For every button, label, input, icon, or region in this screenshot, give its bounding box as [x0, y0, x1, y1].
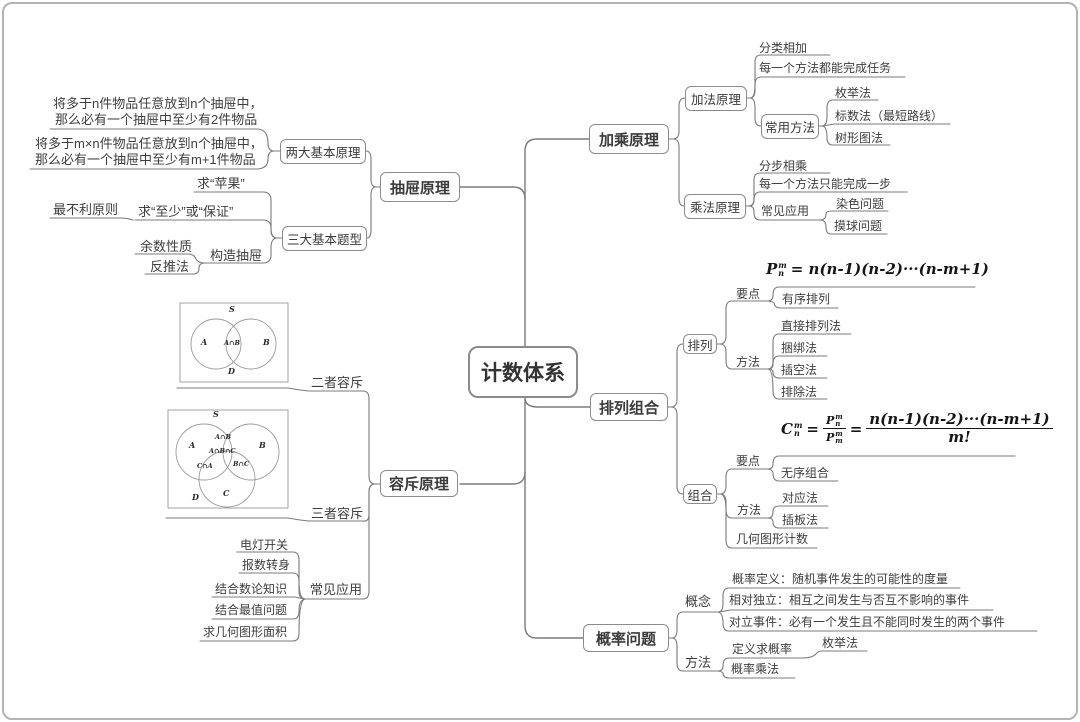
- node-addition-principle[interactable]: 加法原理: [685, 86, 747, 111]
- node-add-mul-principle[interactable]: 加乘原理: [589, 124, 669, 154]
- node-prob-concepts[interactable]: 概念: [685, 594, 712, 609]
- venn3-label-ca: C∩A: [197, 462, 213, 470]
- venn3-label-b: B: [259, 440, 266, 450]
- leaf-probability-by-definition[interactable]: 定义求概率: [732, 642, 793, 656]
- leaf-bundling-method[interactable]: 捆绑法: [781, 341, 818, 355]
- node-two-basic-principles[interactable]: 两大基本原理: [280, 139, 366, 164]
- leaf-pigeonhole2-line2[interactable]: 那么必有一个抽屉中至少有m+1件物品: [35, 152, 256, 167]
- venn3-label-ab: A∩B: [215, 433, 231, 441]
- node-two-set-inclusion[interactable]: 二者容斥: [311, 375, 364, 390]
- leaf-relative-independence[interactable]: 相对独立：相互之间发生与否互不影响的事件: [729, 593, 970, 607]
- node-comb-keypoints[interactable]: 要点: [736, 454, 761, 468]
- leaf-unordered-combination[interactable]: 无序组合: [781, 466, 830, 480]
- leaf-at-least-guarantee[interactable]: 求“至少”或“保证”: [138, 204, 234, 219]
- leaf-correspondence-method[interactable]: 对应法: [782, 491, 819, 505]
- leaf-enumeration-prob[interactable]: 枚举法: [822, 636, 859, 650]
- venn3-label-d: D: [192, 492, 199, 502]
- leaf-ordered-arrangement[interactable]: 有序排列: [782, 292, 831, 306]
- node-perm-methods[interactable]: 方法: [736, 355, 761, 369]
- leaf-classify-add[interactable]: 分类相加: [759, 41, 808, 55]
- leaf-extremum-problems[interactable]: 结合最值问题: [215, 603, 288, 617]
- venn3-label-a: A: [189, 440, 196, 450]
- node-common-applications-incl[interactable]: 常见应用: [310, 582, 363, 597]
- venn3-label-bc: B∩C: [233, 460, 250, 468]
- leaf-light-switch[interactable]: 电灯开关: [240, 538, 289, 552]
- venn3-label-abc: A∩B∩C: [209, 447, 236, 455]
- formula-p-rhs: = n(n-1)(n-2)···(n-m+1): [790, 260, 989, 278]
- node-inclusion-exclusion[interactable]: 容斥原理: [380, 470, 458, 497]
- leaf-number-theory[interactable]: 结合数论知识: [215, 582, 288, 596]
- formula-p-sub: n: [778, 268, 785, 278]
- leaf-gap-insertion-method[interactable]: 插空法: [781, 363, 818, 377]
- node-common-applications-mul[interactable]: 常见应用: [761, 204, 810, 218]
- leaf-remainder-property[interactable]: 余数性质: [140, 239, 193, 254]
- leaf-tree-diagram-method[interactable]: 树形图法: [835, 131, 884, 145]
- formula-p-base: P: [766, 260, 778, 278]
- leaf-pigeonhole1-line2[interactable]: 那么必有一个抽屉中至少有2件物品: [55, 112, 258, 127]
- leaf-labeling-method[interactable]: 标数法（最短路线）: [835, 109, 944, 123]
- formula-c-base: C: [781, 419, 793, 438]
- leaf-partition-method[interactable]: 插板法: [782, 513, 819, 527]
- leaf-complementary-events[interactable]: 对立事件：必有一个发生且不能同时发生的两个事件: [729, 615, 1006, 629]
- venn2-label-a: A: [201, 337, 208, 347]
- node-common-methods[interactable]: 常用方法: [761, 114, 819, 139]
- venn3-label-c: C: [223, 488, 230, 498]
- leaf-backward-reasoning[interactable]: 反推法: [150, 259, 190, 274]
- node-three-basic-types[interactable]: 三大基本题型: [282, 226, 367, 251]
- leaf-enumeration-method[interactable]: 枚举法: [835, 86, 872, 100]
- node-permutation[interactable]: 排列: [683, 334, 717, 354]
- venn2-label-b: B: [263, 337, 270, 347]
- leaf-worst-case-principle[interactable]: 最不利原则: [53, 202, 119, 217]
- leaf-pigeonhole1-line1[interactable]: 将多于n件物品任意放到n个抽屉中，: [53, 96, 263, 111]
- leaf-direct-arrangement[interactable]: 直接排列法: [781, 319, 842, 333]
- leaf-step-multiply[interactable]: 分步相乘: [759, 159, 808, 173]
- leaf-construct-drawers[interactable]: 构造抽屉: [210, 248, 263, 263]
- node-combination[interactable]: 组合: [683, 484, 717, 504]
- leaf-exclusion-method[interactable]: 排除法: [781, 385, 818, 399]
- leaf-probability-definition[interactable]: 概率定义：随机事件发生的可能性的度量: [732, 572, 949, 586]
- leaf-find-apples[interactable]: 求“苹果”: [197, 176, 245, 191]
- node-perm-comb[interactable]: 排列组合: [590, 393, 668, 421]
- venn2-label-d: D: [228, 366, 235, 376]
- node-counting-system[interactable]: 计数体系: [468, 346, 578, 398]
- venn2-label-ab: A∩B: [224, 339, 240, 347]
- leaf-geometric-counting[interactable]: 几何图形计数: [736, 532, 809, 546]
- leaf-geometric-area[interactable]: 求几何图形面积: [203, 625, 288, 639]
- leaf-count-off-turn[interactable]: 报数转身: [242, 558, 291, 572]
- formula-c-frac2: n(n-1)(n-2)···(n-m+1) m!: [866, 412, 1053, 445]
- leaf-pigeonhole2-line1[interactable]: 将多于m×n件物品任意放到n个抽屉中，: [35, 136, 263, 151]
- node-prob-methods[interactable]: 方法: [685, 655, 712, 670]
- leaf-each-method-one-step[interactable]: 每一个方法只能完成一步: [759, 177, 892, 191]
- node-three-set-inclusion[interactable]: 三者容斥: [311, 506, 364, 521]
- leaf-each-method-completes-task[interactable]: 每一个方法都能完成任务: [759, 61, 892, 75]
- venn2-label-s: S: [229, 304, 235, 314]
- leaf-coloring-problem[interactable]: 染色问题: [836, 197, 885, 211]
- node-comb-methods[interactable]: 方法: [737, 503, 762, 517]
- node-multiplication-principle[interactable]: 乘法原理: [684, 194, 746, 219]
- node-perm-keypoints[interactable]: 要点: [736, 287, 761, 301]
- venn3-label-s: S: [213, 409, 219, 419]
- node-probability[interactable]: 概率问题: [583, 624, 669, 652]
- node-drawer-principle[interactable]: 抽屉原理: [380, 172, 460, 202]
- leaf-probability-multiplication[interactable]: 概率乘法: [731, 662, 780, 676]
- leaf-ball-drawing-problem[interactable]: 摸球问题: [834, 219, 883, 233]
- formula-p-sup: m: [778, 260, 787, 270]
